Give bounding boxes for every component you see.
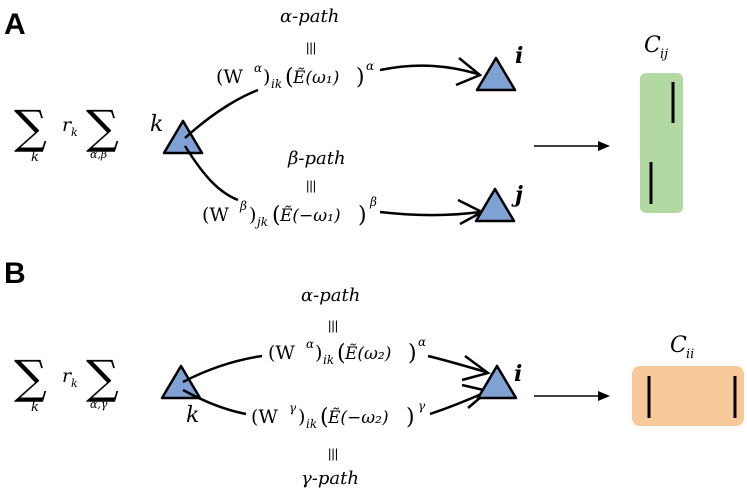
panel-a-node-k bbox=[162, 119, 204, 155]
panel-b-arrow-alpha bbox=[427, 354, 487, 374]
panel-a-arrow-alpha-head bbox=[455, 57, 483, 87]
panel-a-beta-path-label: β-path bbox=[287, 148, 346, 169]
panel-a-alpha-equiv: ||| bbox=[306, 40, 316, 55]
panel-b-gamma-path-label: γ-path bbox=[301, 468, 359, 489]
panel-b-alpha-path-label: α-path bbox=[301, 285, 360, 306]
panel-b-node-k bbox=[160, 364, 202, 400]
panel-b-output-arrow-head bbox=[598, 391, 610, 401]
panel-b-edge-k-alpha bbox=[182, 354, 263, 384]
panel-a-output-label: C bbox=[644, 33, 661, 58]
panel-b-output-label: C bbox=[670, 333, 687, 358]
panel-a-beta-weight-sup: β bbox=[239, 199, 247, 213]
panel-b: B ∑ k r k ∑ α,γ k α-path ||| (W α ) ik (… bbox=[4, 257, 744, 489]
panel-a-node-j-label: j bbox=[511, 182, 523, 208]
panel-a-beta-equiv: ||| bbox=[306, 178, 316, 193]
panel-a-node-i-label: i bbox=[515, 43, 523, 69]
panel-b-alpha-field-sup: α bbox=[418, 335, 426, 349]
panel-a-r: r bbox=[62, 114, 73, 136]
svg-text:): ) bbox=[406, 405, 415, 430]
svg-text:(: ( bbox=[272, 203, 281, 228]
panel-b-alpha-field: Ẽ(ω₂) bbox=[344, 343, 391, 364]
svg-text:): ) bbox=[356, 65, 365, 90]
panel-b-gamma-field-sup: γ bbox=[418, 399, 426, 413]
panel-a-node-j bbox=[474, 187, 516, 223]
panel-a-node-k-label: k bbox=[150, 112, 163, 137]
panel-b-gamma-equiv: ||| bbox=[328, 446, 338, 461]
panel-a-alpha-weight-sub: ik bbox=[271, 77, 282, 91]
panel-a-node-i bbox=[475, 56, 517, 92]
panel-b-node-i-label: i bbox=[514, 361, 522, 387]
panel-a-arrow-alpha bbox=[379, 64, 479, 76]
svg-text:): ) bbox=[249, 204, 256, 226]
panel-b-label: B bbox=[4, 257, 26, 290]
panel-b-sum-outer: ∑ bbox=[14, 350, 47, 404]
panel-a-output-arrow-head bbox=[598, 141, 610, 151]
panel-b-sum-inner: ∑ bbox=[86, 350, 119, 404]
panel-b-r: r bbox=[62, 365, 73, 387]
svg-text:): ) bbox=[408, 341, 417, 366]
svg-text:(: ( bbox=[285, 65, 294, 90]
panel-b-gamma-expression: (W γ ) ik ( Ẽ(−ω₂) ) γ bbox=[251, 399, 426, 431]
panel-a-edge-k-beta bbox=[183, 145, 239, 202]
panel-b-gamma-weight-sup: γ bbox=[289, 401, 297, 415]
panel-b-output-sub: ii bbox=[686, 347, 694, 362]
svg-text:): ) bbox=[298, 406, 305, 428]
panel-b-alpha-weight-sup: α bbox=[306, 337, 314, 351]
panel-a-alpha-path-label: α-path bbox=[280, 6, 339, 27]
panel-b-node-k-label: k bbox=[186, 403, 199, 428]
panel-a-beta-field: Ẽ(−ω₁) bbox=[279, 205, 341, 226]
panel-a-sum-inner-index: α,β bbox=[90, 148, 107, 161]
panel-b-gamma-field: Ẽ(−ω₂) bbox=[327, 407, 389, 428]
panel-a-alpha-weight: (W bbox=[216, 66, 243, 88]
panel-b-sum-outer-index: k bbox=[31, 400, 39, 415]
panel-a-alpha-weight-sup: α bbox=[254, 61, 262, 75]
panel-a-alpha-field: Ẽ(ω₁) bbox=[292, 67, 339, 88]
panel-b-edge-k-gamma bbox=[182, 388, 247, 416]
svg-text:): ) bbox=[263, 66, 270, 88]
panel-a-label: A bbox=[4, 8, 26, 41]
panel-a-alpha-field-sup: α bbox=[366, 59, 374, 73]
panel-b-alpha-equiv: ||| bbox=[328, 318, 338, 333]
panel-a-arrow-beta bbox=[379, 210, 481, 217]
panel-a-output-box bbox=[640, 73, 683, 213]
panel-a-alpha-expression: (W α ) ik ( Ẽ(ω₁) ) α bbox=[216, 59, 374, 91]
panel-a-beta-field-sup: β bbox=[369, 195, 377, 209]
panel-b-alpha-weight: (W bbox=[268, 342, 295, 364]
panel-a: A ∑ k r k ∑ α,β k α-path ||| (W α ) ik (… bbox=[4, 6, 683, 229]
panel-b-node-i bbox=[476, 364, 518, 400]
panel-a-sum-outer-index: k bbox=[31, 150, 39, 165]
panel-a-edge-k-alpha bbox=[184, 88, 259, 139]
panel-b-gamma-weight-sub: ik bbox=[306, 417, 317, 431]
panel-a-beta-weight-sub: jk bbox=[254, 215, 268, 229]
panel-a-sum-outer: ∑ bbox=[14, 100, 47, 154]
panel-a-output-sub: ij bbox=[660, 47, 668, 62]
panel-b-arrow-gamma bbox=[429, 390, 487, 416]
svg-text:): ) bbox=[358, 203, 367, 228]
svg-text:(: ( bbox=[320, 405, 329, 430]
panel-b-output-box bbox=[632, 366, 744, 426]
panel-b-alpha-weight-sub: ik bbox=[323, 353, 334, 367]
panel-a-r-sub: k bbox=[71, 126, 78, 139]
panel-b-gamma-weight: (W bbox=[251, 406, 278, 428]
svg-text:(: ( bbox=[337, 341, 346, 366]
panel-a-beta-expression: (W β ) jk ( Ẽ(−ω₁) ) β bbox=[202, 195, 377, 229]
svg-text:): ) bbox=[315, 342, 322, 364]
panel-b-r-sub: k bbox=[71, 377, 78, 390]
panel-b-sum-inner-index: α,γ bbox=[90, 398, 108, 411]
panel-b-arrow-alpha-head bbox=[461, 354, 491, 382]
panel-a-sum-inner: ∑ bbox=[86, 100, 119, 154]
panel-a-beta-weight: (W bbox=[202, 204, 229, 226]
panel-b-alpha-expression: (W α ) ik ( Ẽ(ω₂) ) α bbox=[268, 335, 426, 367]
